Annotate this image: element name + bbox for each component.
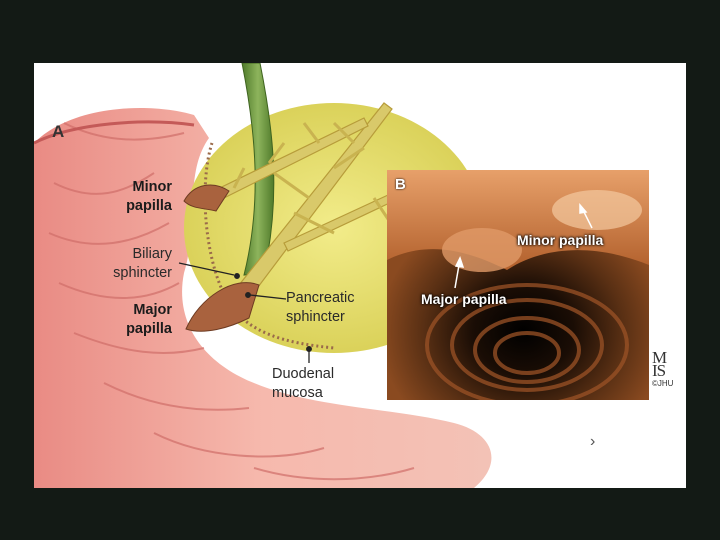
- panel-a-letter: A: [52, 122, 64, 142]
- label-b-major-papilla: Major papilla: [421, 291, 507, 307]
- label-duodenal-mucosa-line2: mucosa: [272, 384, 334, 403]
- label-b-minor-papilla: Minor papilla: [517, 232, 603, 248]
- label-biliary-sphincter-line2: sphincter: [90, 264, 172, 283]
- label-biliary-sphincter: Biliary sphincter: [90, 245, 172, 283]
- endoscopy-photo: B Minor papilla Major papilla: [387, 170, 649, 400]
- slide: A Minor papilla Biliary sphincter Major …: [34, 63, 686, 488]
- label-biliary-sphincter-line1: Biliary: [90, 245, 172, 264]
- endoscopy-image: [387, 170, 649, 400]
- label-major-papilla-line1: Major: [102, 301, 172, 320]
- label-pancreatic-sphincter: Pancreatic sphincter: [286, 289, 355, 327]
- panel-b-letter: B: [395, 176, 406, 193]
- logo-credit: ©JHU: [652, 379, 686, 388]
- logo-mark: M IS: [652, 351, 686, 377]
- label-duodenal-mucosa: Duodenal mucosa: [272, 365, 334, 403]
- label-pancreatic-sphincter-line1: Pancreatic: [286, 289, 355, 308]
- label-minor-papilla: Minor papilla: [102, 178, 172, 216]
- label-minor-papilla-line1: Minor: [102, 178, 172, 197]
- label-major-papilla-line2: papilla: [102, 320, 172, 339]
- next-slide-icon[interactable]: ›: [590, 433, 595, 451]
- label-major-papilla: Major papilla: [102, 301, 172, 339]
- label-minor-papilla-line2: papilla: [102, 197, 172, 216]
- label-duodenal-mucosa-line1: Duodenal: [272, 365, 334, 384]
- mis-logo: M IS ©JHU: [652, 351, 686, 403]
- label-pancreatic-sphincter-line2: sphincter: [286, 308, 355, 327]
